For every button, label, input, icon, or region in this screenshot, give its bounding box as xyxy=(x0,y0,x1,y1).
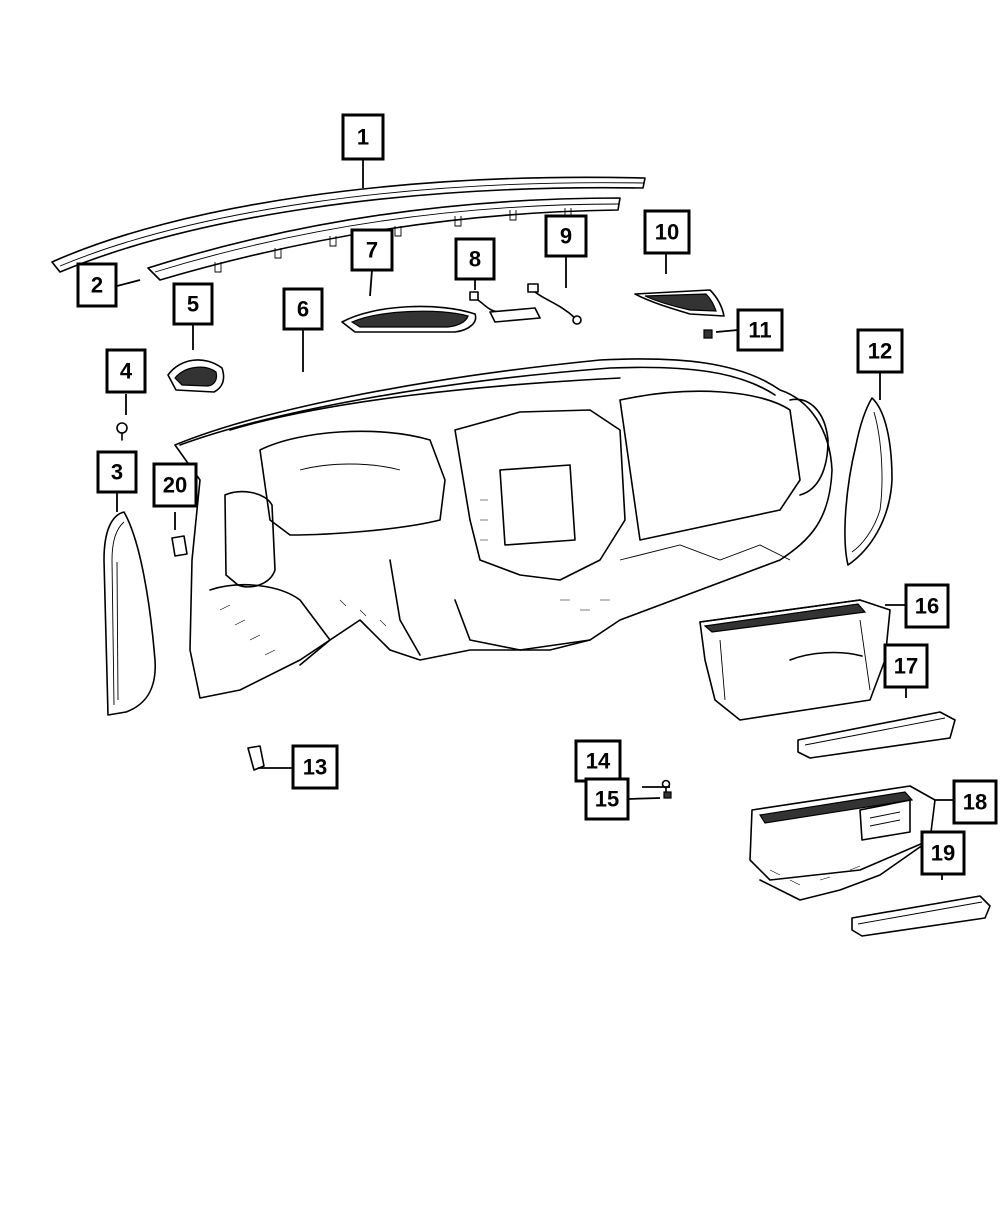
part-5-left-speaker-grille xyxy=(167,359,225,393)
part-2-defroster-strip xyxy=(147,197,621,281)
part-16-glove-box xyxy=(699,599,891,721)
callout-12-label: 12 xyxy=(868,339,892,364)
callout-19: 19 xyxy=(920,830,966,876)
callout-20: 20 xyxy=(152,462,198,508)
part-15-nut-clip xyxy=(663,791,672,799)
callout-10-label: 10 xyxy=(655,220,679,245)
part-8-switch-module xyxy=(469,291,541,323)
callout-18: 18 xyxy=(952,779,998,825)
callout-3-label: 3 xyxy=(111,460,123,485)
callout-19-label: 19 xyxy=(931,841,955,866)
callout-3: 3 xyxy=(96,450,138,494)
callout-4-label: 4 xyxy=(120,359,133,384)
callout-6-label: 6 xyxy=(297,297,309,322)
part-1-top-cover-strip xyxy=(51,176,646,273)
callout-11: 11 xyxy=(736,308,784,352)
callout-1: 1 xyxy=(341,113,385,161)
part-13-bracket xyxy=(247,745,265,771)
callout-13: 13 xyxy=(291,744,339,790)
callout-14: 14 xyxy=(574,739,622,783)
callout-6: 6 xyxy=(282,287,324,331)
part-11-clip xyxy=(703,329,713,339)
callout-16: 16 xyxy=(904,583,950,629)
callout-2: 2 xyxy=(76,262,118,308)
callout-16-label: 16 xyxy=(915,594,939,619)
callout-17: 17 xyxy=(883,643,929,689)
callout-13-label: 13 xyxy=(303,755,327,780)
callout-15-label: 15 xyxy=(595,787,619,812)
callout-17-label: 17 xyxy=(894,654,918,679)
part-4-screw xyxy=(116,422,128,441)
callout-8-label: 8 xyxy=(469,247,481,272)
part-17-trim-strip xyxy=(797,711,956,759)
callout-15: 15 xyxy=(584,777,630,821)
part-9-sensor xyxy=(527,283,582,325)
part-6-instrument-panel xyxy=(174,358,833,699)
callout-18-label: 18 xyxy=(963,790,987,815)
callout-12: 12 xyxy=(856,328,904,374)
callout-5: 5 xyxy=(172,282,214,326)
callout-8: 8 xyxy=(454,237,496,281)
callout-14-label: 14 xyxy=(586,749,611,774)
callout-7: 7 xyxy=(350,228,394,272)
callout-9: 9 xyxy=(544,214,588,258)
part-20-clip xyxy=(171,535,188,557)
part-10-right-speaker-grille xyxy=(634,289,725,317)
callout-2-label: 2 xyxy=(91,273,103,298)
callout-4: 4 xyxy=(105,348,147,394)
part-7-center-speaker-grille xyxy=(341,305,477,333)
callout-10: 10 xyxy=(643,209,691,255)
part-12-right-end-cap xyxy=(844,397,893,566)
callout-5-label: 5 xyxy=(187,292,199,317)
part-19-lower-trim-strip xyxy=(851,895,991,937)
callout-11-label: 11 xyxy=(748,318,771,343)
part-3-left-end-cap xyxy=(103,511,156,716)
callout-9-label: 9 xyxy=(560,224,572,249)
callout-1-label: 1 xyxy=(357,125,369,150)
callout-20-label: 20 xyxy=(163,473,187,498)
callout-7-label: 7 xyxy=(366,238,378,263)
part-18-passenger-trim-module xyxy=(749,785,936,901)
